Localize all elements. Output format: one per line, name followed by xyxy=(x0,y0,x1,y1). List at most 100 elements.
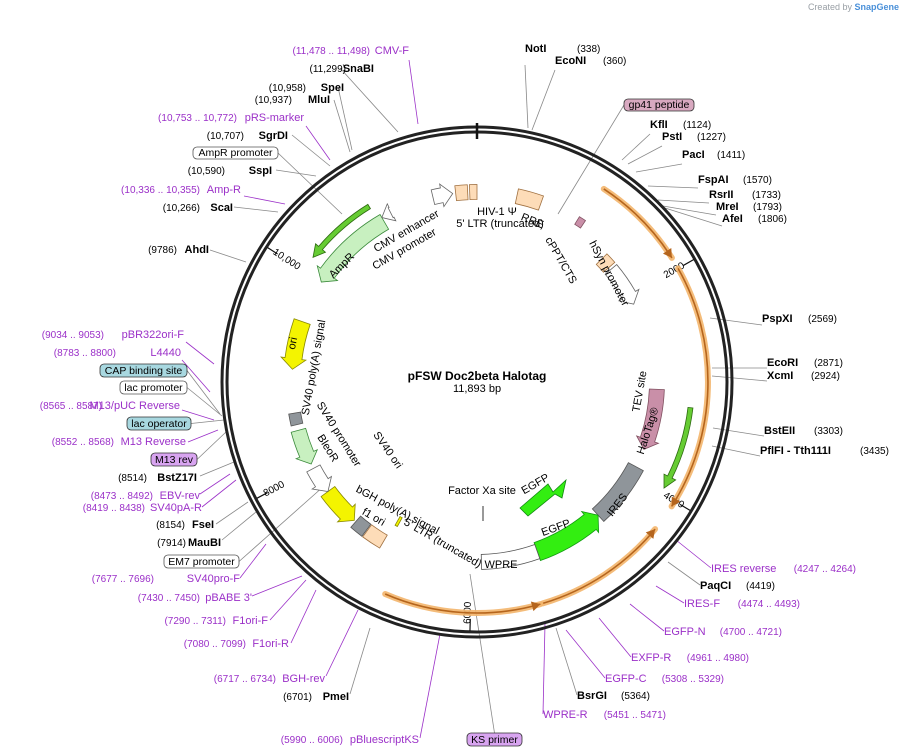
enzyme-leader xyxy=(209,249,247,263)
enzyme-leader xyxy=(711,445,761,457)
enzyme-pos: (7914) xyxy=(157,538,186,549)
boxed-label: lac promoter xyxy=(124,382,183,394)
primer-pos: (5990 .. 6006) xyxy=(281,735,343,746)
enzyme-pos: (3303) xyxy=(814,426,843,437)
wpre-box xyxy=(480,544,541,570)
primer-pos: (5451 .. 5471) xyxy=(604,710,666,721)
primer-name: IRES reverse xyxy=(711,563,776,575)
primer-name: pBABE 3' xyxy=(205,592,252,604)
enzyme-name: SpeI xyxy=(321,82,344,94)
primer-name: M13/pUC Reverse xyxy=(90,400,180,412)
ampr-green-bar xyxy=(312,203,372,258)
primer-name: CMV-F xyxy=(375,45,410,57)
orange-arc-3-line xyxy=(542,528,656,605)
primer-name: EXFP-R xyxy=(631,652,671,664)
boxed-leader xyxy=(277,152,343,215)
enzyme-pos: (10,707) xyxy=(207,131,244,142)
primer-leader xyxy=(239,543,267,579)
ires-box xyxy=(591,462,644,523)
primer-pos: (8565 .. 8587) xyxy=(40,401,102,412)
enzyme-pos: (10,937) xyxy=(255,95,292,106)
enzyme-pos: (10,590) xyxy=(188,166,225,177)
enzyme-name: EcoRI xyxy=(767,357,798,369)
halotag-arrow xyxy=(635,388,665,450)
primer-name: L4440 xyxy=(150,347,181,359)
boxed-leader xyxy=(190,419,225,424)
enzyme-leader xyxy=(291,134,331,167)
primer-pos: (8552 .. 8568) xyxy=(52,437,114,448)
scale-tick xyxy=(256,492,268,499)
primer-pos: (4961 .. 4980) xyxy=(687,653,749,664)
ampr-arrow xyxy=(316,213,390,283)
enzyme-pos: (1124) xyxy=(683,120,711,131)
tev-label: TEV site xyxy=(631,370,650,413)
enzyme-name: PaqCI xyxy=(700,580,731,592)
primer-leader xyxy=(565,629,606,679)
ori-label: ori xyxy=(286,336,300,350)
egfp-arrow xyxy=(533,510,600,562)
credit-prefix: Created by xyxy=(807,2,852,12)
enzyme-pos: (8154) xyxy=(156,520,185,531)
boxed-leader xyxy=(196,431,227,460)
primer-name: EBV-rev xyxy=(160,490,201,502)
sv40-prom-arrow xyxy=(306,464,333,493)
enzyme-leader xyxy=(621,133,651,161)
enzyme-pos: (1411) xyxy=(717,150,745,161)
primer-leader xyxy=(201,479,237,508)
enzyme-pos: (10,958) xyxy=(269,83,306,94)
orange-arc-2-head xyxy=(671,496,681,507)
primer-leader xyxy=(629,603,665,632)
feature-arrows xyxy=(280,183,711,616)
primer-leader xyxy=(269,579,307,621)
orange-arc-4-head xyxy=(530,601,541,612)
orange-arc-3 xyxy=(539,526,659,607)
primer-pos: (7290 .. 7311) xyxy=(164,616,226,627)
enzyme-leader xyxy=(333,99,351,153)
primer-leader xyxy=(305,125,331,161)
enzyme-pos: (1733) xyxy=(752,190,781,201)
primer-name: EGFP-N xyxy=(664,626,706,638)
primer-name: BGH-rev xyxy=(282,673,325,685)
boxed-label: M13 rev xyxy=(155,454,194,466)
bleor-arrow xyxy=(290,427,319,465)
enzyme-name: AfeI xyxy=(722,213,743,225)
primer-name: SV40pro-F xyxy=(187,573,240,585)
enzyme-leader xyxy=(667,561,701,586)
primer-leader xyxy=(251,575,303,597)
enzyme-pos: (1227) xyxy=(697,132,726,143)
enzyme-leader xyxy=(555,627,578,696)
enzyme-name: SspI xyxy=(249,165,272,177)
primer-pos: (4700 .. 4721) xyxy=(720,627,782,638)
primer-name: Amp-R xyxy=(207,184,241,196)
sv40-polya-box xyxy=(288,411,304,427)
primer-pos: (7430 .. 7450) xyxy=(138,593,200,604)
enzyme-pos: (8514) xyxy=(118,473,147,484)
primer-pos: (6717 .. 6734) xyxy=(214,674,276,685)
orange-arc-2-line xyxy=(670,268,709,507)
orange-arc-1-head xyxy=(662,248,672,258)
enzyme-name: FseI xyxy=(192,519,214,531)
orange-arc-1 xyxy=(600,185,675,261)
primer-leader xyxy=(290,589,317,644)
enzyme-pos: (1806) xyxy=(758,214,787,225)
primer-pos: (8419 .. 8438) xyxy=(83,503,145,514)
scale-tick xyxy=(267,246,278,255)
label-box xyxy=(119,380,188,395)
enzyme-name: PflFI - Tth111I xyxy=(760,445,831,457)
enzyme-name: MluI xyxy=(308,94,330,106)
backbone-ring: 200040006000800010,000 xyxy=(220,123,734,639)
label-box xyxy=(150,452,198,467)
primer-pos: (10,336 .. 10,355) xyxy=(121,185,200,196)
enzyme-pos: (1570) xyxy=(743,175,772,186)
cmv-enhancer-arrow xyxy=(430,183,454,208)
enzyme-pos: (2871) xyxy=(814,358,843,369)
primer-leader xyxy=(199,473,231,495)
bgh-box xyxy=(350,515,372,537)
gp41-box xyxy=(574,216,587,229)
enzyme-leader xyxy=(647,185,699,189)
enzyme-leader xyxy=(275,169,317,177)
boxed-label: EM7 promoter xyxy=(168,556,235,568)
enzyme-name: SgrDI xyxy=(259,130,288,142)
